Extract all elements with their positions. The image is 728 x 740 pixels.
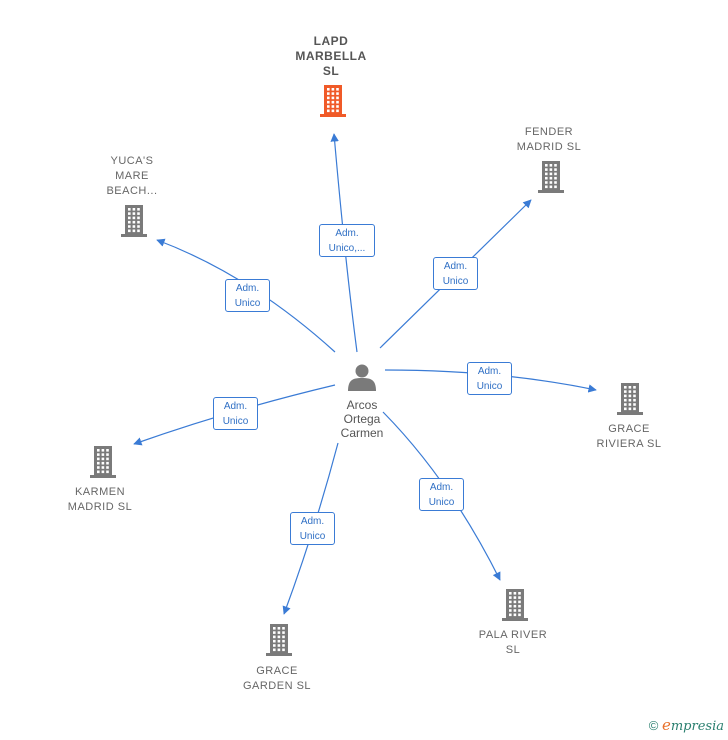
company-name-grace-r[interactable]: GRACE RIVIERA SL [596,423,662,450]
building-icon [266,624,292,656]
building-icon [538,161,564,193]
person-icon [348,364,376,391]
building-icon [502,589,528,621]
company-name-grace-g[interactable]: GRACE GARDEN SL [242,665,312,692]
company-name-fender[interactable]: FENDER MADRID SL [516,126,582,153]
relation-label-fender[interactable]: Adm. Unico [433,257,478,290]
relation-label-grace-r[interactable]: Adm. Unico [467,362,512,395]
copyright-icon: © [648,718,659,733]
brand-logo-text: mpresia [670,719,724,734]
brand-logo-initial: e [661,716,671,734]
company-name-lapd[interactable]: LAPD MARBELLA SL [295,34,367,78]
relation-label-yucas[interactable]: Adm. Unico [225,279,270,312]
company-name-yucas[interactable]: YUCA'S MARE BEACH... [106,155,158,197]
brand-footer: © empresia [649,716,724,734]
building-icon [90,446,116,478]
person-name[interactable]: Arcos Ortega Carmen [340,398,384,440]
building-icon [617,383,643,415]
company-name-pala[interactable]: PALA RIVER SL [478,629,548,656]
company-name-karmen[interactable]: KARMEN MADRID SL [67,486,133,513]
relation-label-lapd[interactable]: Adm. Unico,... [319,224,375,257]
relation-label-karmen[interactable]: Adm. Unico [213,397,258,430]
building-icon [320,85,346,117]
building-icon [121,205,147,237]
relation-label-grace-g[interactable]: Adm. Unico [290,512,335,545]
relation-label-pala[interactable]: Adm. Unico [419,478,464,511]
